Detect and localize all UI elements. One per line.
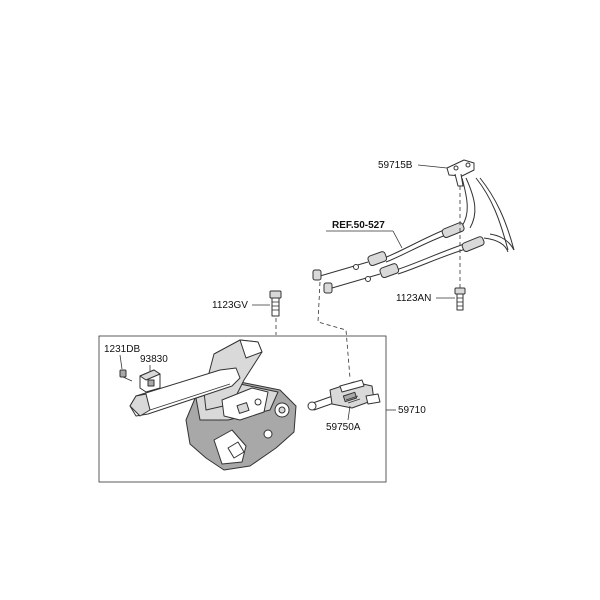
- label-1123gv: 1123GV: [212, 300, 248, 311]
- bolt-1123gv: [269, 290, 282, 317]
- label-1123an: 1123AN: [396, 293, 431, 304]
- leader-ref: [392, 230, 403, 249]
- label-59715b: 59715B: [378, 160, 413, 171]
- parking-brake-switch-93830: [139, 369, 161, 393]
- rear-brake-cables: [312, 177, 515, 294]
- leader-1231db: [119, 354, 123, 370]
- leader-59750a: [347, 405, 351, 421]
- parking-brake-lever: [129, 339, 297, 471]
- label-59750a: 59750A: [326, 422, 361, 433]
- cable-bracket-59715b: [446, 159, 475, 187]
- bolt-1231db: [119, 369, 133, 382]
- label-93830: 93830: [140, 354, 168, 365]
- label-59710: 59710: [398, 405, 426, 416]
- leader-59715b: [417, 164, 448, 169]
- label-1231db: 1231DB: [104, 344, 140, 355]
- routing-line: [317, 281, 351, 379]
- assembly-frame-59710: [98, 335, 387, 483]
- bolt-1123an: [454, 287, 466, 311]
- label-ref-50-527: REF.50-527: [332, 220, 385, 231]
- equalizer-59750a: [307, 379, 381, 411]
